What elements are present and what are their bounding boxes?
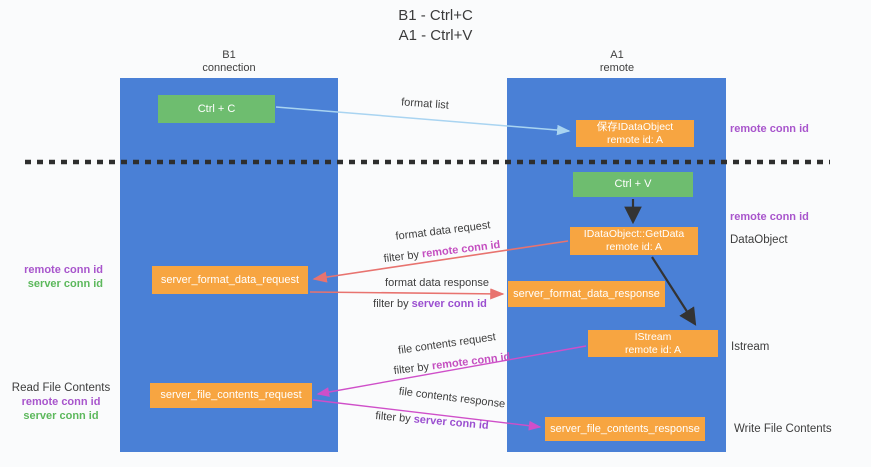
right-istream-label: Istream xyxy=(731,341,770,353)
left-file-contents-group: Read File Contents remote conn id server… xyxy=(5,381,117,423)
lifeline-heading-a1: A1 remote xyxy=(547,49,687,75)
lifeline-b1-role: connection xyxy=(202,62,256,74)
node-istream: IStream remote id: A xyxy=(588,330,718,357)
node-idataobject-getdata-line2: remote id: A xyxy=(605,241,663,253)
file-contents-request-label: file contents request xyxy=(397,331,497,357)
filter-by-prefix: filter by xyxy=(373,298,412,310)
node-ctrl-v: Ctrl + V xyxy=(573,172,693,197)
node-server-file-contents-response-label: server_file_contents_response xyxy=(550,422,700,435)
node-istream-line2: remote id: A xyxy=(624,343,682,356)
filter-by-prefix: filter by xyxy=(383,248,423,266)
node-server-file-contents-request: server_file_contents_request xyxy=(150,383,312,408)
right-dataobject-label: DataObject xyxy=(730,234,788,246)
node-server-format-data-response-label: server_format_data_response xyxy=(513,287,660,300)
lifeline-a1-role: remote xyxy=(599,62,635,74)
format-data-request-filter-label: filter by remote conn id xyxy=(383,239,501,265)
node-ctrl-c: Ctrl + C xyxy=(158,95,275,123)
node-istream-line1: IStream xyxy=(634,330,672,343)
node-ctrl-c-label: Ctrl + C xyxy=(197,102,236,115)
server-conn-id-key: server conn id xyxy=(411,298,487,310)
left-server-conn-id-file: server conn id xyxy=(23,410,99,422)
format-list-label: format list xyxy=(400,96,450,112)
remote-conn-id-key: remote conn id xyxy=(421,238,501,261)
node-ctrl-v-label: Ctrl + V xyxy=(614,178,652,190)
remote-conn-id-key: remote conn id xyxy=(431,350,511,373)
server-conn-id-key: server conn id xyxy=(413,413,490,432)
node-idataobject-getdata: IDataObject::GetData remote id: A xyxy=(570,227,698,255)
node-save-idataobject: 保存IDataObject remote id: A xyxy=(576,120,694,147)
title-line-2: A1 - Ctrl+V xyxy=(398,27,473,44)
left-server-conn-id-format: server conn id xyxy=(27,278,103,290)
format-data-response-filter-label: filter by server conn id xyxy=(373,298,487,310)
lifeline-heading-b1: B1 connection xyxy=(159,49,299,75)
lifeline-a1-name: A1 xyxy=(610,49,624,61)
node-save-idataobject-line1: 保存IDataObject xyxy=(596,120,674,133)
format-data-request-label: format data request xyxy=(394,219,492,243)
right-write-file-contents-label: Write File Contents xyxy=(734,423,832,435)
filter-by-prefix: filter by xyxy=(393,360,433,378)
left-remote-conn-id-format: remote conn id xyxy=(24,264,103,276)
diagram-title: B1 - Ctrl+C A1 - Ctrl+V xyxy=(0,6,871,46)
node-save-idataobject-line2: remote id: A xyxy=(606,133,664,146)
left-read-file-contents-label: Read File Contents xyxy=(11,382,111,394)
right-remote-conn-id-top: remote conn id xyxy=(730,123,809,135)
format-data-response-label: format data response xyxy=(385,277,489,289)
format-data-response-arrow xyxy=(309,288,505,300)
node-server-format-data-response: server_format_data_response xyxy=(508,281,665,307)
lifeline-b1-name: B1 xyxy=(222,49,236,61)
node-idataobject-getdata-line1: IDataObject::GetData xyxy=(583,228,685,240)
title-line-1: B1 - Ctrl+C xyxy=(398,7,473,24)
filter-by-prefix: filter by xyxy=(374,410,415,426)
node-server-format-data-request-label: server_format_data_request xyxy=(160,273,300,286)
left-remote-conn-id-file: remote conn id xyxy=(21,396,101,408)
left-format-conn-id-group: remote conn id server conn id xyxy=(0,263,103,291)
node-server-format-data-request: server_format_data_request xyxy=(152,266,308,294)
file-contents-response-label: file contents response xyxy=(398,385,506,411)
file-contents-response-filter-label: filter by server conn id xyxy=(375,410,489,432)
node-server-file-contents-response: server_file_contents_response xyxy=(545,417,705,441)
node-server-file-contents-request-label: server_file_contents_request xyxy=(160,389,302,401)
right-remote-conn-id-mid: remote conn id xyxy=(730,211,809,223)
